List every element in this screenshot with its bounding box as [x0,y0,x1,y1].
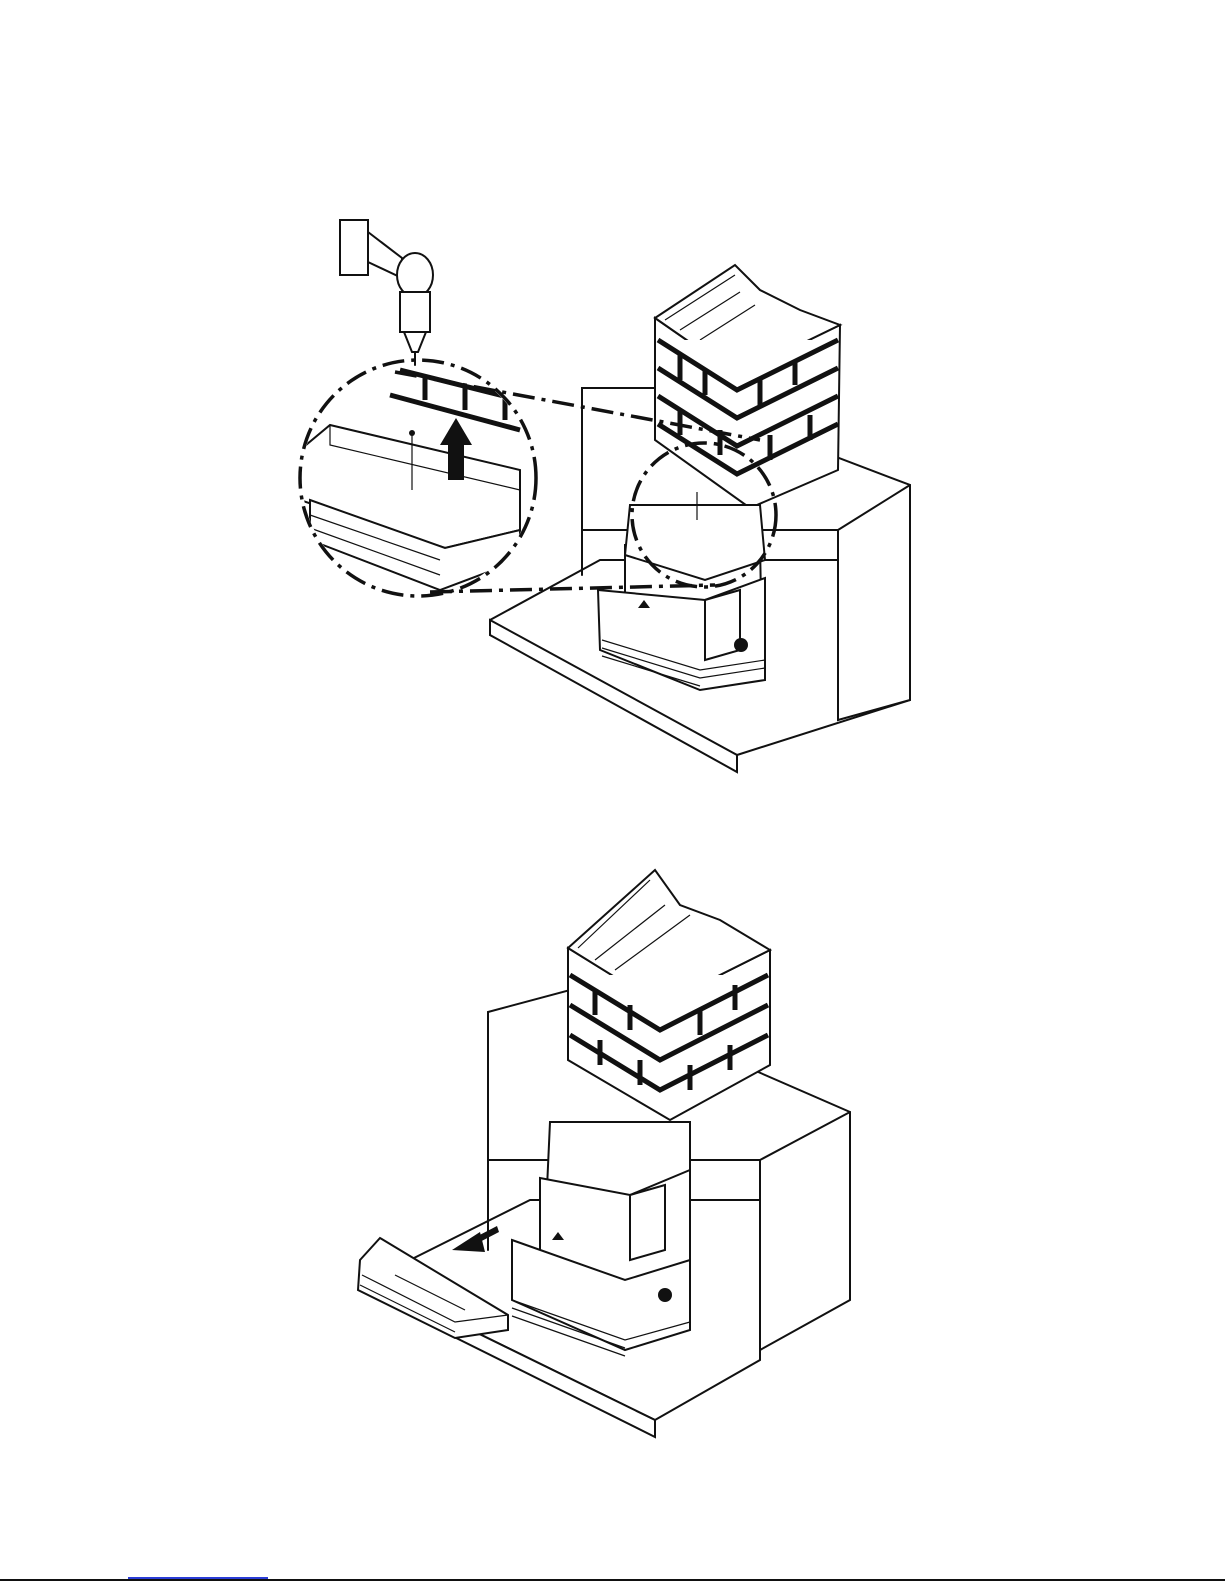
figure-1-remove-screw [0,0,1225,790]
footer-rule [0,1579,1225,1581]
drill-icon [340,220,433,365]
footer-link-underline[interactable] [128,1577,268,1579]
damper-knob [658,1288,672,1302]
damper-knob [734,638,748,652]
magnified-detail [300,360,536,596]
figure-2-remove-top-trim [0,860,1225,1460]
